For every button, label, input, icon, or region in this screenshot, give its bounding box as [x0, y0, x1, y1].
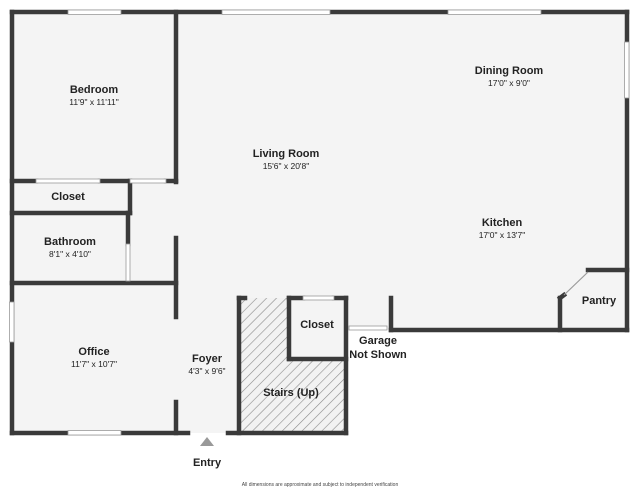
room-dims: 17'0" x 13'7": [479, 230, 526, 240]
room-dims: 17'0" x 9'0": [488, 78, 530, 88]
garage-label-line1: Garage: [359, 335, 397, 347]
room-closet-stairs: Closet: [300, 319, 334, 331]
entry-label: Entry: [193, 457, 222, 469]
room-living: Living Room 15'6" x 20'8": [253, 148, 320, 171]
room-bathroom: Bathroom 8'1" x 4'10": [44, 236, 96, 259]
room-name: Pantry: [582, 295, 617, 307]
room-name: Foyer: [192, 353, 223, 365]
room-dims: 4'3" x 9'6": [188, 366, 225, 376]
room-dims: 11'9" x 11'11": [69, 97, 118, 107]
room-foyer: Foyer 4'3" x 9'6": [188, 353, 225, 376]
walls: [9, 9, 630, 436]
room-name: Stairs (Up): [263, 387, 319, 399]
room-name: Bedroom: [70, 84, 119, 96]
stairs-hatch: [239, 298, 344, 432]
room-name: Living Room: [253, 148, 320, 160]
entry-arrow-icon: [200, 437, 214, 446]
pantry-door: [563, 271, 589, 296]
windows: [9, 9, 630, 436]
room-kitchen: Kitchen 17'0" x 13'7": [479, 217, 526, 240]
room-dining: Dining Room 17'0" x 9'0": [475, 65, 544, 88]
room-name: Kitchen: [482, 217, 523, 229]
room-closet-top: Closet: [51, 191, 85, 203]
room-name: Office: [78, 346, 109, 358]
room-stairs: Stairs (Up): [263, 387, 319, 399]
room-dims: 11'7" x 10'7": [71, 359, 117, 369]
footer-disclaimer: All dimensions are approximate and subje…: [242, 482, 399, 488]
room-dims: 15'6" x 20'8": [263, 161, 310, 171]
room-name: Bathroom: [44, 236, 96, 248]
garage-threshold: [348, 325, 388, 331]
room-dims: 8'1" x 4'10": [49, 249, 91, 259]
garage-label-line2: Not Shown: [349, 349, 407, 361]
room-name: Closet: [51, 191, 85, 203]
room-name: Closet: [300, 319, 334, 331]
room-bedroom: Bedroom 11'9" x 11'11": [69, 84, 118, 107]
room-pantry: Pantry: [582, 295, 617, 307]
room-office: Office 11'7" x 10'7": [71, 346, 117, 369]
room-name: Dining Room: [475, 65, 544, 77]
